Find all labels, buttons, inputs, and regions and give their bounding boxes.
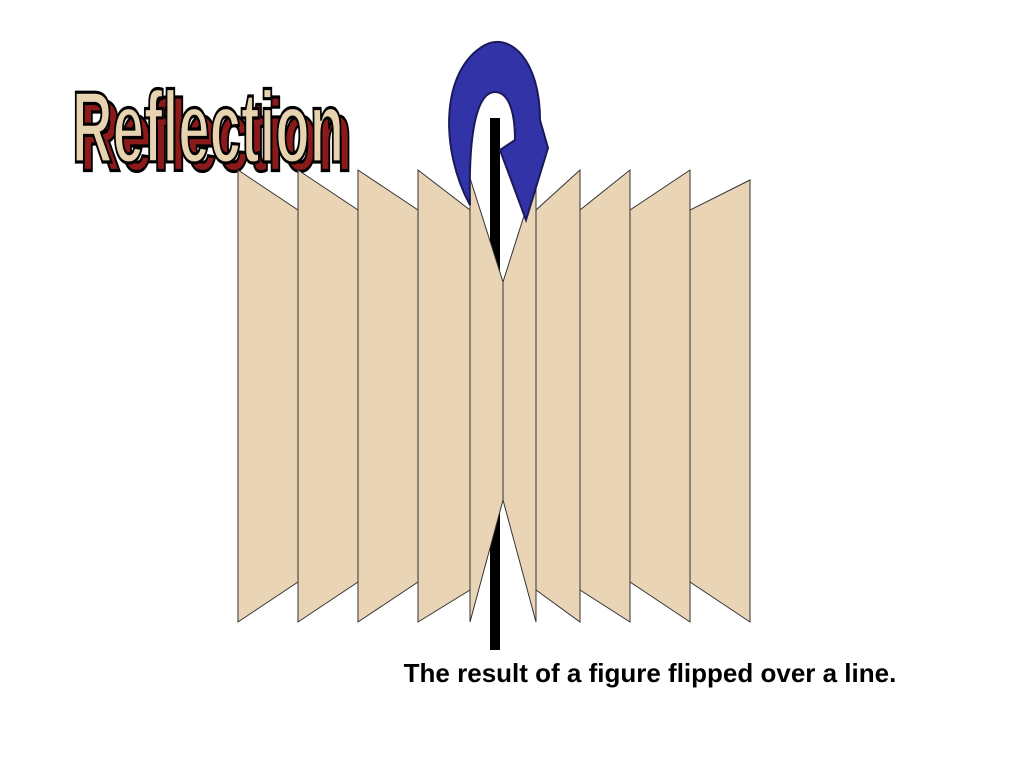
fold-panel <box>689 179 751 623</box>
fold-panel <box>297 169 359 623</box>
caption: The result of a figure flipped over a li… <box>403 658 897 688</box>
fold-panel <box>357 169 419 623</box>
fold-panel <box>535 168 581 623</box>
title-shadow: Reflection <box>80 79 352 192</box>
title-group: Reflection Reflection <box>70 69 353 193</box>
curved-flip-arrow-icon <box>448 40 550 224</box>
page-title: Reflection <box>72 71 344 184</box>
fold-panel <box>502 177 537 623</box>
fold-panel <box>579 168 631 623</box>
fold-panel <box>629 169 691 623</box>
panel-gap <box>272 300 298 510</box>
fold-panel <box>417 168 471 623</box>
